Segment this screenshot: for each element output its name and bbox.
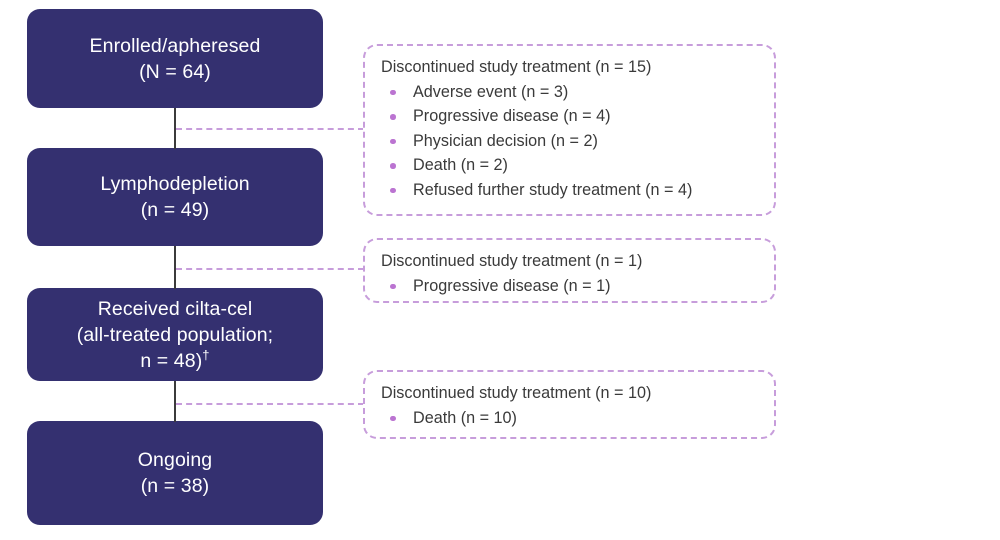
callout-1-reason-item: Progressive disease (n = 4): [381, 104, 760, 129]
footnote-dagger-marker: †: [202, 347, 210, 362]
flow-box-ongoing-line1: Ongoing: [137, 449, 213, 471]
callout-1-title: Discontinued study treatment (n = 15): [381, 58, 652, 76]
callout-1-reason-item: Death (n = 2): [381, 153, 760, 178]
callout-discontinued-after-apheresis: Discontinued study treatment (n = 15) Ad…: [363, 44, 776, 216]
flow-box-lymphodepletion: Lymphodepletion (n = 49): [27, 148, 323, 246]
flow-box-ongoing-line2: (n = 38): [140, 475, 210, 497]
bullet-icon: [390, 138, 396, 145]
callout-1-reason-label: Death (n = 2): [413, 156, 508, 175]
bullet-icon: [390, 114, 396, 120]
callout-1-reason-label: Progressive disease (n = 4): [413, 107, 611, 126]
callout-3-reason-list: Death (n = 10): [381, 406, 760, 431]
flow-box-received-line3: n = 48)†: [140, 348, 209, 374]
callout-2-title: Discontinued study treatment (n = 1): [381, 252, 643, 270]
flow-box-lymphodepletion-line2: (n = 49): [140, 199, 210, 221]
callout-1-reason-item: Adverse event (n = 3): [381, 80, 760, 105]
connector-dashed-to-callout-2: [176, 268, 364, 270]
callout-1-reason-item: Refused further study treatment (n = 4): [381, 178, 760, 203]
bullet-icon: [390, 187, 396, 194]
callout-discontinued-after-infusion: Discontinued study treatment (n = 10) De…: [363, 370, 776, 439]
connector-vertical-lymphodepletion-to-received: [174, 246, 176, 289]
flow-box-lymphodepletion-line1: Lymphodepletion: [100, 173, 250, 195]
callout-2-reason-list: Progressive disease (n = 1): [381, 274, 760, 299]
callout-1-reason-item: Physician decision (n = 2): [381, 129, 760, 154]
flow-box-received-count: n = 48): [140, 349, 203, 372]
connector-dashed-to-callout-1: [176, 128, 364, 130]
callout-3-reason-label: Death (n = 10): [413, 408, 517, 427]
bullet-icon: [390, 163, 396, 169]
connector-vertical-received-to-ongoing: [174, 381, 176, 422]
callout-1-reason-label: Physician decision (n = 2): [413, 131, 598, 150]
callout-discontinued-after-lymphodepletion: Discontinued study treatment (n = 1) Pro…: [363, 238, 776, 303]
connector-vertical-enrolled-to-lymphodepletion: [174, 108, 176, 149]
flow-box-enrolled-line1: Enrolled/apheresed: [89, 34, 261, 57]
bullet-icon: [390, 89, 396, 96]
callout-3-title: Discontinued study treatment (n = 10): [381, 384, 652, 402]
callout-1-reason-label: Adverse event (n = 3): [413, 82, 569, 101]
flow-box-enrolled-apheresed: Enrolled/apheresed (N = 64): [27, 9, 323, 108]
flow-box-ongoing: Ongoing (n = 38): [27, 421, 323, 525]
flow-box-enrolled-line2: (N = 64): [139, 60, 211, 83]
callout-2-reason-label: Progressive disease (n = 1): [413, 276, 611, 295]
flow-box-received-line2: (all-treated population;: [76, 323, 274, 346]
callout-3-reason-item: Death (n = 10): [381, 406, 760, 431]
flow-box-received-cilta-cel: Received cilta-cel (all-treated populati…: [27, 288, 323, 381]
callout-1-reason-label: Refused further study treatment (n = 4): [413, 180, 693, 199]
connector-dashed-to-callout-3: [176, 403, 364, 405]
bullet-icon: [390, 415, 396, 422]
callout-1-reason-list: Adverse event (n = 3) Progressive diseas…: [381, 80, 760, 203]
flow-box-received-line1: Received cilta-cel: [97, 297, 253, 320]
callout-2-reason-item: Progressive disease (n = 1): [381, 274, 760, 299]
bullet-icon: [390, 283, 396, 290]
